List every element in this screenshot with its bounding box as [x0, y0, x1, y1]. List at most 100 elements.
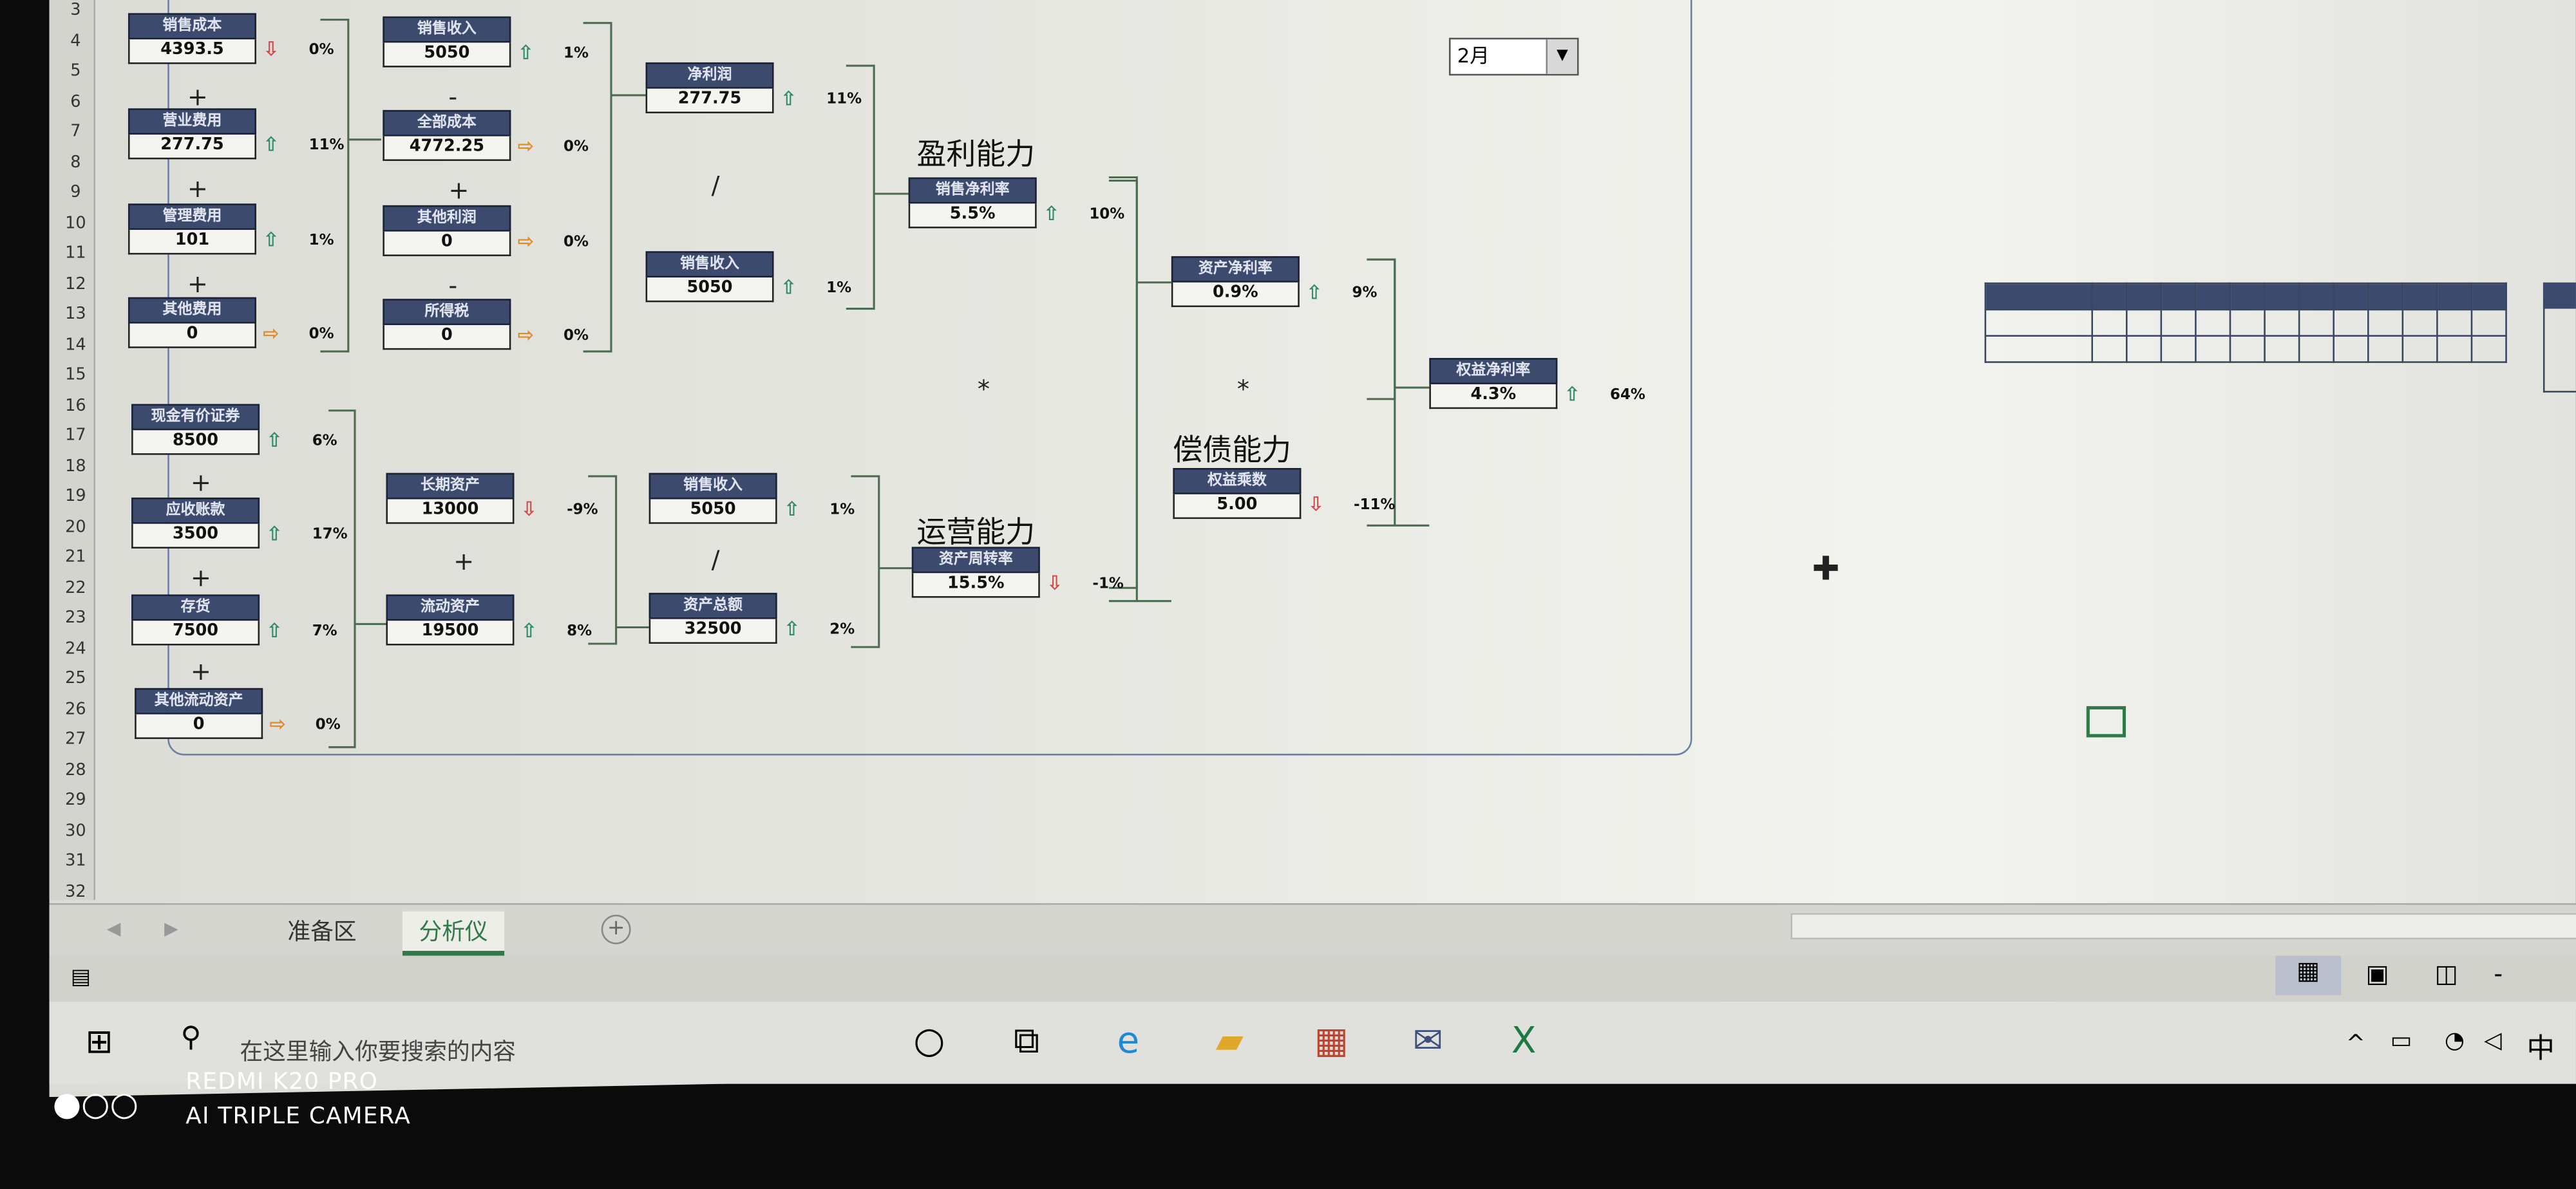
- metric-value[interactable]: 32500: [649, 619, 777, 644]
- metric-box-roa[interactable]: 资产净利率 0.9%: [1171, 256, 1300, 308]
- store-icon[interactable]: ▦: [1314, 1021, 1349, 1063]
- row-number[interactable]: 25: [65, 669, 86, 688]
- metric-value[interactable]: 5050: [645, 277, 774, 303]
- metric-box-net-profit[interactable]: 净利润 277.75: [645, 62, 774, 114]
- metric-box-income-tax[interactable]: 所得税 0: [383, 299, 511, 350]
- metric-value[interactable]: 101: [128, 230, 256, 255]
- row-number[interactable]: 24: [65, 639, 86, 658]
- row-number[interactable]: 14: [65, 335, 86, 354]
- metric-box-equity-multiplier[interactable]: 权益乘数 5.00: [1173, 468, 1302, 520]
- task-view-icon[interactable]: ⧉: [1013, 1021, 1040, 1063]
- row-number[interactable]: 21: [65, 548, 86, 567]
- macro-record-icon[interactable]: ▤: [70, 965, 91, 991]
- cortana-icon[interactable]: ○: [913, 1021, 945, 1063]
- wifi-icon[interactable]: ◔: [2444, 1027, 2465, 1054]
- windows-start-icon[interactable]: ⊞: [85, 1021, 113, 1061]
- metric-box-net-profit-margin[interactable]: 销售净利率 5.5%: [908, 177, 1037, 229]
- metric-value[interactable]: 8500: [131, 430, 260, 455]
- row-number[interactable]: 28: [65, 761, 86, 780]
- shape-handle-icon[interactable]: [2086, 706, 2126, 738]
- row-number[interactable]: 26: [65, 700, 86, 719]
- row-number[interactable]: 12: [65, 275, 86, 294]
- metric-value[interactable]: 0: [383, 325, 511, 350]
- metric-box-operating-expense[interactable]: 营业费用 277.75: [128, 108, 256, 160]
- row-number[interactable]: 9: [70, 183, 81, 202]
- tab-nav-prev-icon[interactable]: ◀: [106, 918, 121, 940]
- metric-value[interactable]: 15.5%: [911, 573, 1040, 598]
- metric-value[interactable]: 13000: [386, 499, 515, 524]
- row-number[interactable]: 32: [65, 883, 86, 901]
- ime-indicator[interactable]: 中: [2526, 1033, 2555, 1066]
- metric-box-roe[interactable]: 权益净利率 4.3%: [1429, 358, 1558, 409]
- metric-value[interactable]: 5050: [649, 499, 777, 524]
- volume-icon[interactable]: ◁: [2484, 1027, 2502, 1054]
- metric-value[interactable]: 4772.25: [383, 136, 511, 161]
- row-number[interactable]: 3: [70, 1, 81, 20]
- metric-box-long-term-assets[interactable]: 长期资产 13000: [386, 473, 515, 524]
- horizontal-scrollbar[interactable]: [1790, 913, 2576, 940]
- taskbar-search-input[interactable]: 在这里输入你要搜索的内容: [240, 1039, 516, 1066]
- metric-box-cash-securities[interactable]: 现金有价证券 8500: [131, 404, 260, 455]
- row-number[interactable]: 19: [65, 487, 86, 506]
- add-sheet-button[interactable]: +: [601, 914, 631, 944]
- row-number[interactable]: 4: [70, 32, 81, 50]
- metric-value[interactable]: 277.75: [128, 135, 256, 160]
- mail-icon[interactable]: ✉: [1412, 1021, 1443, 1063]
- tray-expand-icon[interactable]: ^: [2345, 1031, 2365, 1058]
- row-number[interactable]: 17: [65, 427, 86, 445]
- metric-box-asset-turnover[interactable]: 资产周转率 15.5%: [911, 547, 1040, 598]
- row-number[interactable]: 7: [70, 123, 81, 142]
- metric-box-sales-revenue-2[interactable]: 销售收入 5050: [645, 251, 774, 303]
- metric-value[interactable]: 5050: [383, 42, 511, 68]
- row-number[interactable]: 22: [65, 579, 86, 597]
- metric-box-other-expense[interactable]: 其他费用 0: [128, 297, 256, 348]
- metric-value[interactable]: 5.00: [1173, 494, 1302, 520]
- metric-value[interactable]: 7500: [131, 621, 260, 646]
- row-number[interactable]: 23: [65, 609, 86, 628]
- metric-box-inventory[interactable]: 存货 7500: [131, 594, 260, 646]
- page-layout-view-button[interactable]: ▣: [2365, 959, 2389, 989]
- row-number[interactable]: 29: [65, 791, 86, 810]
- row-number[interactable]: 15: [65, 366, 86, 384]
- excel-icon[interactable]: X: [1511, 1021, 1537, 1063]
- row-number[interactable]: 5: [70, 62, 81, 80]
- normal-view-button[interactable]: ▦: [2275, 955, 2342, 995]
- row-number[interactable]: 18: [65, 457, 86, 476]
- row-number[interactable]: 10: [65, 214, 86, 232]
- metric-box-admin-expense[interactable]: 管理费用 101: [128, 203, 256, 255]
- row-number[interactable]: 27: [65, 731, 86, 749]
- metric-box-sales-revenue-3[interactable]: 销售收入 5050: [649, 473, 777, 524]
- metric-box-sales-cost[interactable]: 销售成本 4393.5: [128, 13, 256, 64]
- row-number[interactable]: 8: [70, 153, 81, 172]
- row-number[interactable]: 6: [70, 93, 81, 111]
- metric-box-current-assets[interactable]: 流动资产 19500: [386, 594, 515, 646]
- metric-value[interactable]: 3500: [131, 523, 260, 549]
- metric-value[interactable]: 0.9%: [1171, 282, 1300, 308]
- metric-value[interactable]: 0: [128, 323, 256, 348]
- row-number[interactable]: 16: [65, 397, 86, 415]
- row-number[interactable]: 13: [65, 305, 86, 324]
- row-number[interactable]: 30: [65, 821, 86, 840]
- zoom-out-button[interactable]: -: [2494, 959, 2503, 989]
- metric-value[interactable]: 277.75: [645, 88, 774, 114]
- metric-value[interactable]: 4393.5: [128, 39, 256, 64]
- battery-icon[interactable]: ▭: [2390, 1027, 2412, 1054]
- metric-value[interactable]: 0: [135, 714, 263, 739]
- metric-box-total-assets[interactable]: 资产总额 32500: [649, 592, 777, 644]
- metric-value[interactable]: 19500: [386, 621, 515, 646]
- row-number[interactable]: 20: [65, 518, 86, 536]
- row-number[interactable]: 11: [65, 245, 86, 263]
- tab-prep[interactable]: 准备区: [287, 919, 357, 946]
- chevron-down-icon[interactable]: ▼: [1546, 39, 1577, 74]
- metric-box-total-cost[interactable]: 全部成本 4772.25: [383, 109, 511, 161]
- metric-value[interactable]: 0: [383, 231, 511, 256]
- tab-analyzer[interactable]: 分析仪: [402, 911, 505, 956]
- edge-icon[interactable]: e: [1117, 1021, 1140, 1063]
- metric-value[interactable]: 4.3%: [1429, 384, 1558, 409]
- metric-box-receivables[interactable]: 应收账款 3500: [131, 497, 260, 549]
- page-break-view-button[interactable]: ◫: [2434, 959, 2458, 989]
- row-number[interactable]: 31: [65, 852, 86, 871]
- search-icon[interactable]: ⚲: [180, 1021, 202, 1054]
- metric-box-sales-revenue-1[interactable]: 销售收入 5050: [383, 16, 511, 68]
- metric-box-other-current-assets[interactable]: 其他流动资产 0: [135, 688, 263, 739]
